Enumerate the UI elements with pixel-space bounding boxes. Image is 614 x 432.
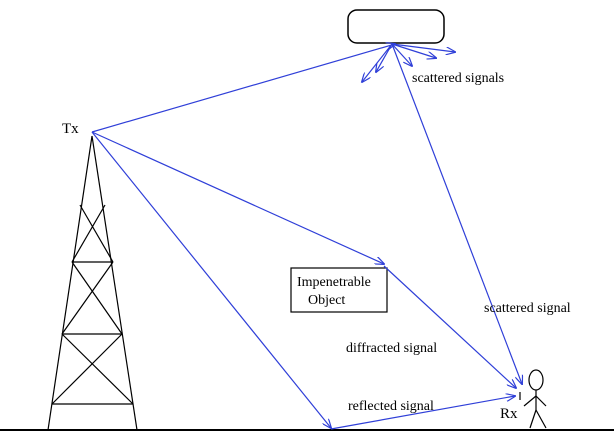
transmission-tower — [47, 135, 138, 431]
path-tx-to-ground — [91, 131, 331, 428]
scatterer-object — [347, 9, 445, 44]
path-scatterer-to-rx — [391, 43, 522, 384]
path-diffraction-to-rx — [383, 265, 516, 388]
scatter-arrow-4 — [391, 43, 436, 58]
rx-label: Rx — [500, 406, 518, 422]
object-label-line1: Impenetrable — [297, 275, 371, 290]
scattered-signal-label: scattered signal — [484, 301, 571, 316]
path-tx-to-scatterer — [91, 44, 395, 133]
scattered-signals-label: scattered signals — [412, 71, 504, 86]
scatter-arrow-3 — [391, 43, 412, 66]
object-label-line2: Object — [308, 293, 345, 308]
tx-label: Tx — [62, 121, 79, 137]
impenetrable-object — [290, 267, 388, 313]
receiver-figure — [519, 369, 547, 429]
path-tx-to-diffraction — [91, 131, 384, 264]
diffracted-signal-label: diffracted signal — [346, 341, 437, 356]
scatter-arrow-2 — [376, 43, 393, 72]
path-reflected-to-rx — [330, 396, 515, 430]
reflected-signal-label: reflected signal — [348, 399, 434, 414]
signal-paths — [91, 43, 522, 430]
scatter-arrow-5 — [391, 43, 455, 52]
